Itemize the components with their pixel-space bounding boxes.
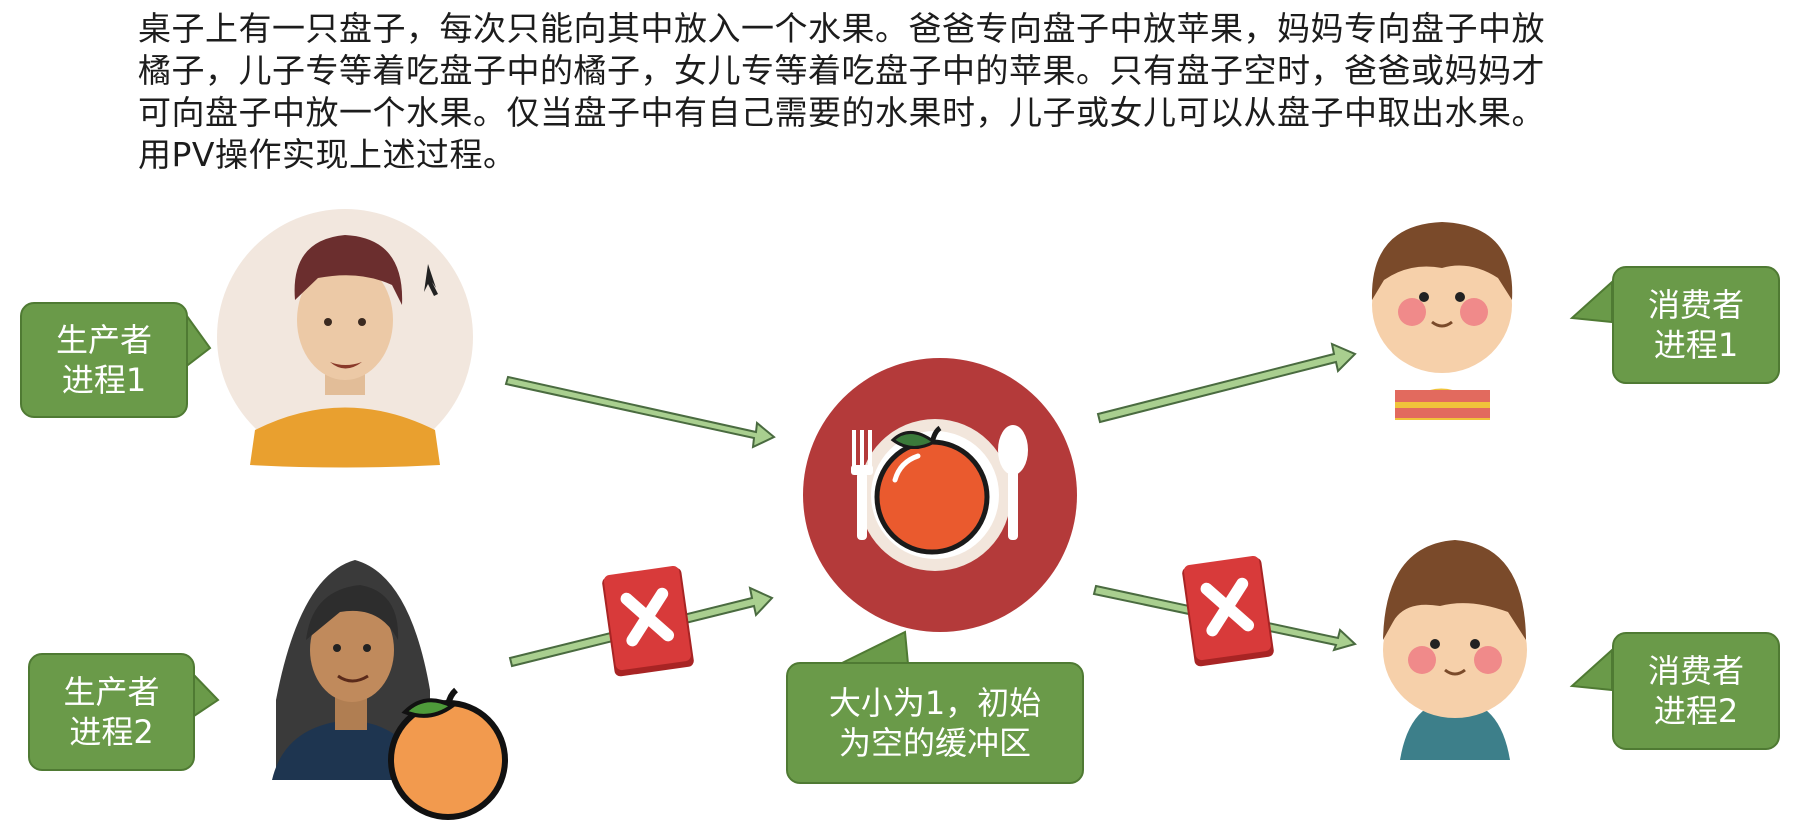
callout-consumer2-line2: 进程2 xyxy=(1653,692,1739,730)
callout-producer1-line2: 进程1 xyxy=(61,361,147,399)
blocked-x-icon xyxy=(1182,555,1274,667)
daughter-avatar xyxy=(1383,540,1527,760)
callout-tail-consumer1 xyxy=(1569,279,1613,324)
blocked-x-icon xyxy=(602,565,694,677)
callout-producer1-line1: 生产者 xyxy=(55,321,152,359)
callout-consumer2-line1: 消费者 xyxy=(1647,652,1744,690)
callout-consumer1-line1: 消费者 xyxy=(1647,286,1744,324)
callout-producer1: 生产者 进程1 xyxy=(20,302,188,418)
problem-line: 橘子，儿子专等着吃盘子中的橘子，女儿专等着吃盘子中的苹果。只有盘子空时，爸爸或妈… xyxy=(138,51,1545,90)
mother-avatar xyxy=(272,560,430,780)
father-avatar xyxy=(217,209,473,468)
arrow-buffer-to-consumer1 xyxy=(1096,342,1357,424)
callout-buffer-line2: 为空的缓冲区 xyxy=(838,724,1031,762)
problem-statement: 桌子上有一只盘子，每次只能向其中放入一个水果。爸爸专向盘子中放苹果，妈妈专向盘子… xyxy=(138,8,1698,176)
callout-tail-consumer2 xyxy=(1569,647,1613,692)
callout-producer2-line1: 生产者 xyxy=(63,673,160,711)
plate-apple-icon xyxy=(803,358,1077,632)
son-avatar xyxy=(1371,222,1513,420)
callout-producer2-line2: 进程2 xyxy=(69,713,154,751)
callout-tail-producer2 xyxy=(190,669,220,720)
callout-tail-buffer xyxy=(839,630,910,665)
callout-buffer: 大小为1，初始 为空的缓冲区 xyxy=(786,662,1084,784)
callout-buffer-line1: 大小为1，初始 xyxy=(828,684,1042,722)
callout-consumer1-line2: 进程1 xyxy=(1653,326,1739,364)
arrow-producer1-to-buffer xyxy=(504,375,776,449)
callout-producer2: 生产者 进程2 xyxy=(28,653,195,771)
problem-line: 用PV操作实现上述过程。 xyxy=(138,135,517,174)
problem-line: 可向盘子中放一个水果。仅当盘子中有自己需要的水果时，儿子或女儿可以从盘子中取出水… xyxy=(138,93,1545,132)
callout-consumer2: 消费者 进程2 xyxy=(1612,632,1780,750)
callout-consumer1: 消费者 进程1 xyxy=(1612,266,1780,384)
problem-line: 桌子上有一只盘子，每次只能向其中放入一个水果。爸爸专向盘子中放苹果，妈妈专向盘子… xyxy=(138,9,1545,48)
orange-icon xyxy=(388,687,508,820)
